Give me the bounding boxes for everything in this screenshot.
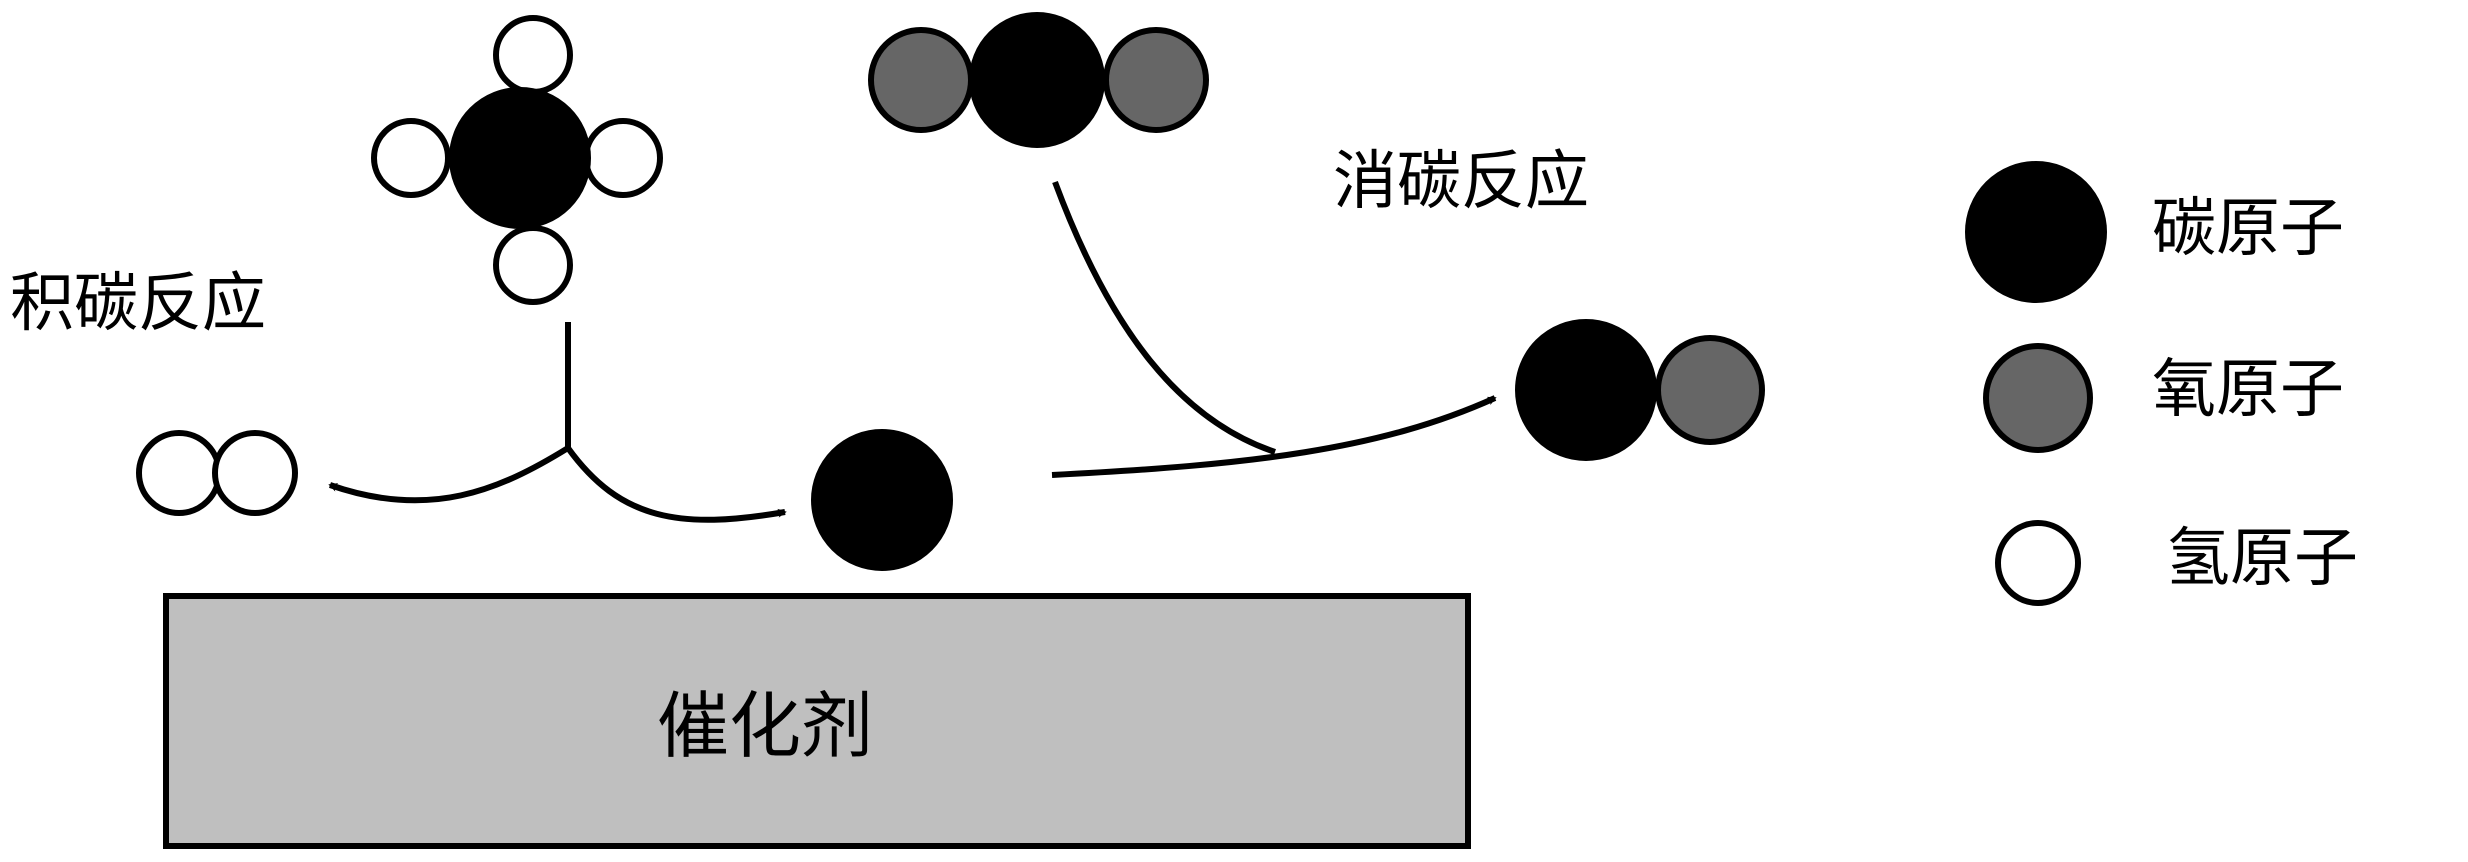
- oxygen-atom: [1103, 27, 1209, 133]
- carbon-atom: [969, 12, 1105, 148]
- co2-molecule: [868, 12, 1209, 148]
- hydrogen-atom: [493, 15, 573, 95]
- catalyst-label: 催化剂: [657, 684, 874, 768]
- elimination-arrows: [1051, 180, 1497, 478]
- legend-hydrogen-label: 氢原子: [2166, 522, 2358, 596]
- hydrogen-atom: [371, 118, 451, 198]
- deposition-arrows: [328, 322, 787, 523]
- methane-molecule: [371, 15, 663, 305]
- hydrogen-atom: [212, 430, 298, 516]
- legend-oxygen-icon: [1983, 343, 2093, 453]
- arrow-to-hydrogen: [328, 445, 570, 504]
- deposition-label: 积碳反应: [10, 267, 266, 341]
- hydrogen-molecule: [136, 430, 298, 516]
- legend-hydrogen-icon: [1995, 520, 2081, 606]
- legend-oxygen-label: 氧原子: [2152, 353, 2344, 427]
- oxygen-atom: [868, 27, 974, 133]
- arrow-to-co: [1051, 395, 1497, 478]
- co-molecule: [1515, 319, 1765, 461]
- legend-carbon-icon: [1965, 161, 2107, 303]
- hydrogen-atom: [136, 430, 222, 516]
- hydrogen-atom: [493, 225, 573, 305]
- catalyst-block: [163, 593, 1471, 849]
- legend: [1965, 161, 2107, 606]
- elimination-label: 消碳反应: [1333, 145, 1589, 219]
- co2-descent-curve: [1052, 180, 1276, 455]
- hydrogen-atom: [583, 118, 663, 198]
- carbon-atom: [1515, 319, 1657, 461]
- legend-carbon-label: 碳原子: [2152, 192, 2344, 266]
- oxygen-atom: [1655, 335, 1765, 445]
- deposited-carbon-atom: [811, 429, 953, 571]
- arrow-to-carbon: [565, 446, 787, 523]
- carbon-atom: [449, 87, 591, 229]
